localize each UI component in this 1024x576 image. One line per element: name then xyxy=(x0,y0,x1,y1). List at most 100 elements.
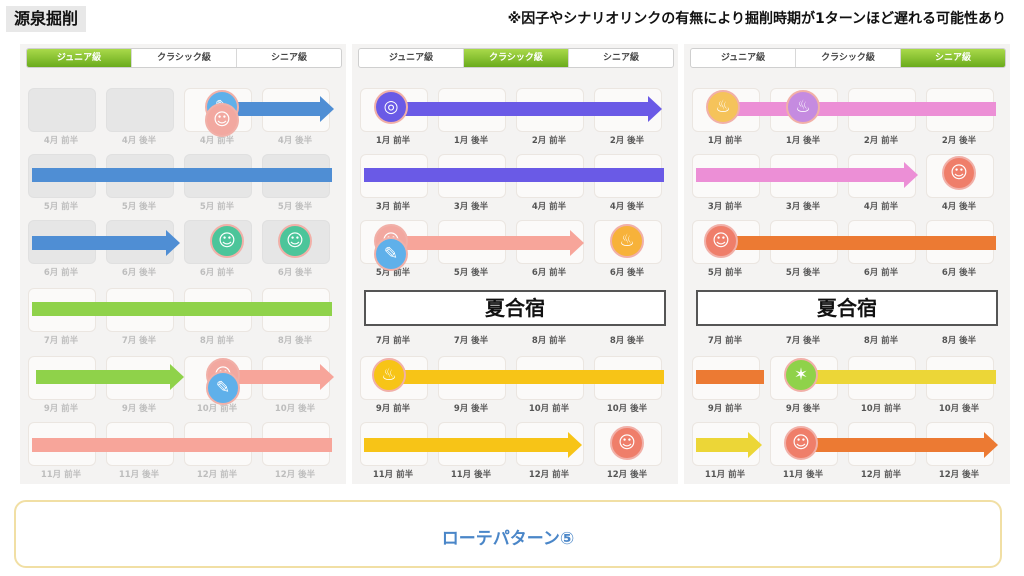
turn-label: 7月 前半 xyxy=(707,336,743,346)
footer-box: ローテパターン⑤ xyxy=(14,500,1002,568)
turn-label: 10月 前半 xyxy=(196,404,238,414)
turn-label: 2月 前半 xyxy=(531,136,567,146)
period-bar xyxy=(696,438,748,452)
turn-label: 4月 前半 xyxy=(199,136,235,146)
turn-label: 12月 後半 xyxy=(274,470,316,480)
turn-label: 6月 後半 xyxy=(121,268,157,278)
turn-label: 7月 前半 xyxy=(43,336,79,346)
support-card-icon: ☺ xyxy=(205,103,239,137)
turn-slot[interactable] xyxy=(106,88,174,132)
period-bar xyxy=(32,438,332,452)
period-bar xyxy=(32,302,332,316)
turn-label: 10月 前半 xyxy=(528,404,570,414)
grade-tabs: ジュニア級クラシック級 シニア級 xyxy=(26,48,342,68)
tab-grade[interactable]: シニア級 xyxy=(602,53,639,63)
turn-label: 12月 前半 xyxy=(528,470,570,480)
tab-grade[interactable]: クラシック級 xyxy=(132,49,237,67)
turn-label: 4月 後半 xyxy=(277,136,313,146)
turn-label: 4月 後半 xyxy=(121,136,157,146)
turn-label: 1月 前半 xyxy=(707,136,743,146)
arrow-head-icon xyxy=(320,96,334,122)
turn-label: 9月 前半 xyxy=(707,404,743,414)
period-bar xyxy=(730,102,996,116)
support-card-icon: ☺ xyxy=(210,224,244,258)
turn-label: 12月 前半 xyxy=(860,470,902,480)
turn-label: 9月 後半 xyxy=(121,404,157,414)
tab-grade[interactable]: シニア級 xyxy=(270,53,307,63)
tab-grade[interactable]: クラシック級 xyxy=(464,49,569,67)
turn-label: 6月 後半 xyxy=(609,268,645,278)
turn-label: 8月 後半 xyxy=(941,336,977,346)
turn-label: 5月 前半 xyxy=(375,268,411,278)
turn-label: 7月 後半 xyxy=(785,336,821,346)
tab-grade[interactable]: シニア級 xyxy=(901,49,1005,67)
support-card-icon: ✶ xyxy=(784,358,818,392)
tab-grade[interactable]: ジュニア級 xyxy=(359,49,464,67)
arrow-head-icon xyxy=(166,230,180,256)
grade-tabs: ジュニア級クラシック級 シニア級 xyxy=(358,48,674,68)
turn-label: 10月 前半 xyxy=(860,404,902,414)
arrow-head-icon xyxy=(170,364,184,390)
period-bar xyxy=(402,370,664,384)
arrow-head-icon xyxy=(568,432,582,458)
tab-grade[interactable]: ジュニア級 xyxy=(691,49,796,67)
turn-label: 8月 前半 xyxy=(531,336,567,346)
period-bar xyxy=(32,236,166,250)
turn-label: 3月 前半 xyxy=(375,202,411,212)
support-card-icon: ✎ xyxy=(206,371,240,405)
support-card-icon: ☺ xyxy=(278,224,312,258)
turn-label: 5月 後半 xyxy=(277,202,313,212)
turn-label: 8月 後半 xyxy=(277,336,313,346)
period-bar xyxy=(402,102,648,116)
turn-label: 3月 後半 xyxy=(453,202,489,212)
turn-label: 4月 前半 xyxy=(43,136,79,146)
turn-label: 12月 前半 xyxy=(196,470,238,480)
period-bar xyxy=(364,168,664,182)
turn-label: 9月 前半 xyxy=(375,404,411,414)
turn-label: 4月 前半 xyxy=(531,202,567,212)
turn-label: 4月 後半 xyxy=(941,202,977,212)
period-bar xyxy=(236,370,320,384)
tab-grade[interactable]: ジュニア級 xyxy=(27,49,132,67)
title-tag: 源泉掘削 xyxy=(6,6,87,32)
turn-label: 8月 前半 xyxy=(863,336,899,346)
summer-camp-banner: 夏合宿 xyxy=(696,290,998,326)
turn-label: 3月 前半 xyxy=(707,202,743,212)
turn-label: 10月 後半 xyxy=(274,404,316,414)
turn-label: 11月 前半 xyxy=(40,470,82,480)
turn-label: 2月 前半 xyxy=(863,136,899,146)
turn-label: 5月 後半 xyxy=(121,202,157,212)
turn-label: 4月 後半 xyxy=(609,202,645,212)
tab-grade[interactable]: クラシック級 xyxy=(796,49,901,67)
turn-label: 5月 後半 xyxy=(785,268,821,278)
pattern-label: ローテパターン⑤ xyxy=(441,529,575,549)
support-card-icon: ♨ xyxy=(372,358,406,392)
turn-label: 1月 前半 xyxy=(375,136,411,146)
turn-label: 11月 後半 xyxy=(450,470,492,480)
period-bar xyxy=(36,370,170,384)
turn-slot[interactable] xyxy=(28,88,96,132)
period-bar xyxy=(810,438,984,452)
turn-label: 6月 後半 xyxy=(941,268,977,278)
support-card-icon: ☺ xyxy=(784,426,818,460)
period-bar xyxy=(696,370,764,384)
turn-label: 7月 前半 xyxy=(375,336,411,346)
period-bar xyxy=(696,168,904,182)
arrow-head-icon xyxy=(984,432,998,458)
arrow-head-icon xyxy=(320,364,334,390)
period-bar xyxy=(32,168,332,182)
support-card-icon: ☺ xyxy=(704,224,738,258)
turn-label: 6月 前半 xyxy=(43,268,79,278)
turn-label: 6月 前半 xyxy=(531,268,567,278)
turn-label: 6月 前半 xyxy=(199,268,235,278)
period-bar xyxy=(364,438,568,452)
turn-label: 11月 後半 xyxy=(118,470,160,480)
turn-label: 9月 前半 xyxy=(43,404,79,414)
support-card-icon: ☺ xyxy=(610,426,644,460)
turn-label: 10月 後半 xyxy=(606,404,648,414)
turn-label: 12月 後半 xyxy=(938,470,980,480)
period-bar xyxy=(232,102,320,116)
arrow-head-icon xyxy=(748,432,762,458)
